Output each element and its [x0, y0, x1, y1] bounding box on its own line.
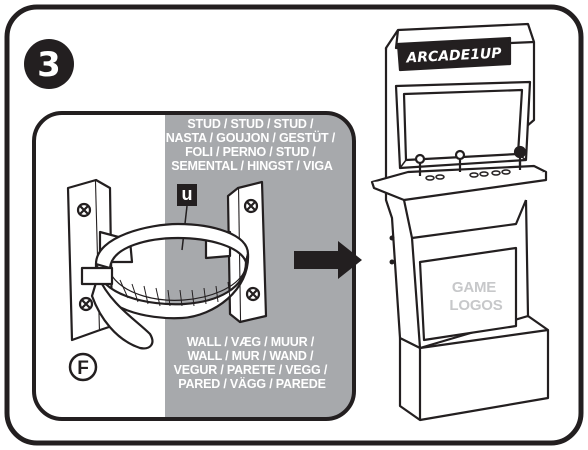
stud-label: STUD / STUD / STUD / NASTA / GOUJON / GE…	[166, 117, 339, 173]
step-badge: 3	[24, 39, 74, 89]
step-number: 3	[37, 45, 61, 85]
part-f-marker: F	[70, 354, 96, 380]
game-logos-text: GAME LOGOS	[449, 279, 502, 314]
wall-label: WALL / VÆG / MUUR / WALL / MUR / WAND / …	[174, 335, 331, 391]
part-f-label: F	[77, 358, 89, 379]
part-u-label: u	[182, 184, 193, 204]
